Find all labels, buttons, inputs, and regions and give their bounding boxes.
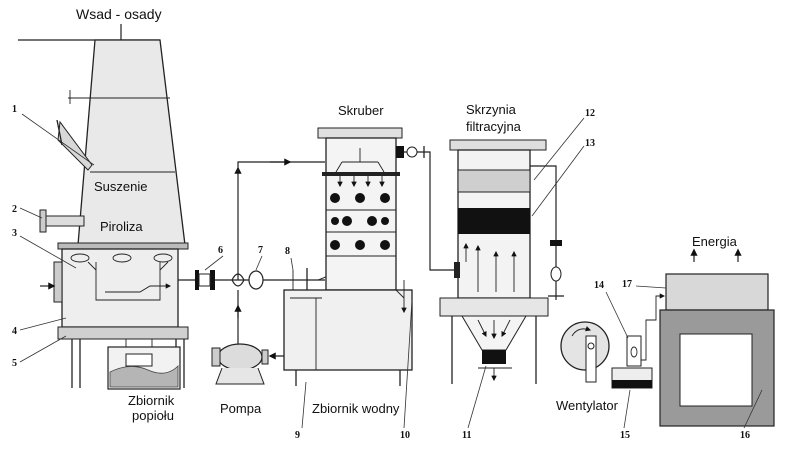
fan <box>560 293 666 389</box>
valve-6-flange <box>195 270 199 290</box>
pump-base <box>215 367 265 385</box>
pump-body <box>217 343 263 371</box>
packing-balls <box>330 193 390 250</box>
label-ash-tank-1: Zbiornik <box>128 393 175 408</box>
valve-6 <box>198 273 211 287</box>
callout-11: 11 <box>462 430 471 441</box>
callout-9: 9 <box>295 430 300 441</box>
callout-6: 6 <box>218 245 223 256</box>
cogeneration-unit <box>659 248 775 427</box>
water-tank <box>283 280 413 386</box>
filter-gas-out <box>530 165 557 300</box>
scrubber-gas-out <box>402 151 454 271</box>
callout-8: 8 <box>285 246 290 257</box>
label-pyrolysis: Piroliza <box>100 219 143 234</box>
label-energy: Energia <box>692 234 738 249</box>
filter-layer-13 <box>458 208 530 234</box>
callout-17: 17 <box>622 279 632 290</box>
reactor-base <box>57 326 189 340</box>
label-ash-tank-2: popiołu <box>132 408 174 423</box>
chamber-door <box>53 261 63 303</box>
callout-1: 1 <box>12 104 17 115</box>
label-filter-box-2: filtracyjna <box>466 119 522 134</box>
combustion-chamber <box>61 248 179 328</box>
callout-3: 3 <box>12 228 17 239</box>
label-scrubber: Skruber <box>338 103 384 118</box>
callout-14: 14 <box>594 280 604 291</box>
callout-7: 7 <box>258 245 263 256</box>
dust-outlet <box>482 350 506 364</box>
scrubber-cap <box>317 127 403 139</box>
ash-contents <box>109 365 179 388</box>
callout-5: 5 <box>12 358 17 369</box>
fan-shaft <box>585 335 597 383</box>
reactor <box>18 24 189 390</box>
callout-4: 4 <box>12 326 17 337</box>
side-pipe <box>45 215 85 227</box>
callout-10: 10 <box>400 430 410 441</box>
filter-layer-12 <box>457 169 531 193</box>
gauge-7 <box>248 270 264 290</box>
callout-13: 13 <box>585 138 595 149</box>
pump <box>211 343 288 385</box>
filter-cap <box>449 139 547 151</box>
label-water-tank: Zbiornik wodny <box>312 401 400 416</box>
scrubber <box>317 127 454 291</box>
filter-table <box>439 297 549 317</box>
unit-17 <box>665 273 769 311</box>
grate-plate <box>57 242 189 250</box>
label-feed: Wsad - osady <box>76 6 162 22</box>
water-tank-body <box>283 289 413 371</box>
label-pump: Pompa <box>220 401 262 416</box>
filter-box <box>439 139 564 384</box>
motor-14 <box>626 335 642 367</box>
fan-to-cogen <box>641 293 666 361</box>
scrubber-column <box>325 137 397 291</box>
label-filter-box-1: Skrzynia <box>466 102 517 117</box>
callout-16: 16 <box>740 430 750 441</box>
side-flange <box>39 209 47 233</box>
callout-2: 2 <box>12 204 17 215</box>
label-fan: Wentylator <box>556 398 619 413</box>
callout-12: 12 <box>585 108 595 119</box>
spray-bar <box>322 172 400 176</box>
leader-lines <box>19 113 763 429</box>
reactor-shell <box>77 39 186 246</box>
label-drying: Suszenie <box>94 179 147 194</box>
callout-15: 15 <box>620 430 630 441</box>
inner-box <box>95 262 161 301</box>
